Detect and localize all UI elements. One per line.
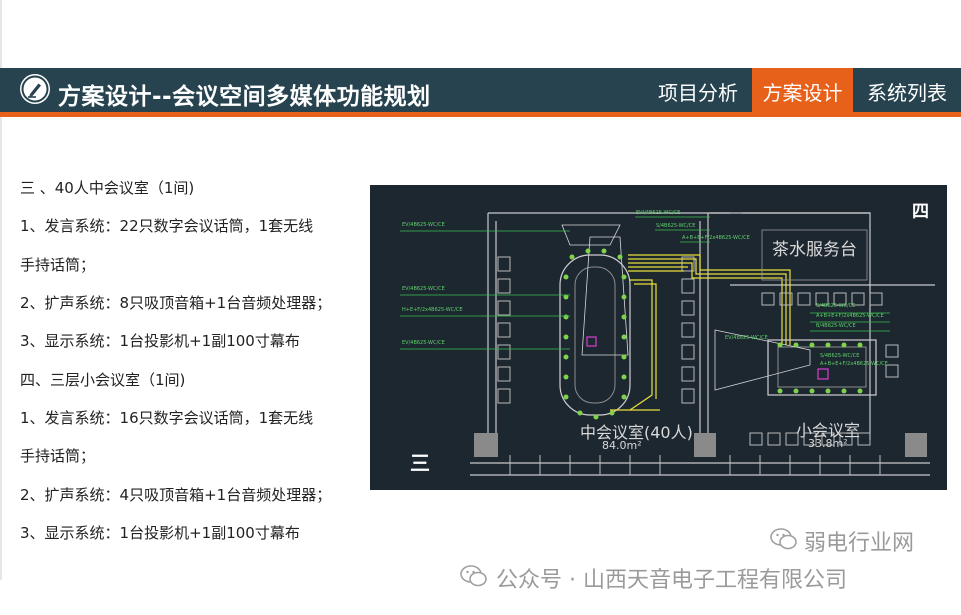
header-accent-underline	[0, 112, 961, 117]
cable-label: B/4B625-WC/CE	[816, 323, 856, 329]
cable-label: EV/4B625-WC/CE	[402, 222, 445, 228]
page-title: 方案设计--会议空间多媒体功能规划	[58, 84, 431, 110]
text-line: 1、发言系统：22只数字会议话筒，1套无线	[20, 217, 314, 235]
cable-label: EV/4B625-WC/CE	[402, 340, 445, 346]
cable-label: A+B+E+F/2x4B625-WC/CE	[820, 361, 888, 367]
floor-plan-image: 四 三 茶水服务台 中会议室(40人) 84.0m² 小会议室 33.8m² E…	[370, 185, 947, 490]
watermark-top: 弱电行业网	[804, 531, 915, 556]
section-heading-mid-room: 三 、40人中会议室（1间)	[20, 179, 195, 197]
text-line: 3、显示系统：1台投影机+1副100寸幕布	[20, 524, 300, 542]
cable-label: S/4B625-WC/CE	[656, 223, 696, 229]
mid-room-area: 84.0m²	[602, 439, 642, 452]
page-left-border	[0, 0, 2, 580]
pencil-circle-icon	[20, 74, 50, 104]
text-line: 1、发言系统：16只数字会议话筒，1套无线	[20, 409, 314, 427]
text-line: 手持话筒；	[20, 256, 96, 274]
text-line: 3、显示系统：1台投影机+1副100寸幕布	[20, 332, 300, 350]
tab-system-list[interactable]: 系统列表	[867, 81, 947, 105]
mid-room-label: 中会议室(40人)	[580, 423, 693, 442]
tab-solution-design[interactable]: 方案设计	[752, 68, 853, 112]
small-room-area: 33.8m²	[808, 437, 848, 450]
wechat-icon	[460, 565, 487, 587]
small-room-label: 小会议室	[796, 421, 861, 440]
cable-label: S/4B625-WC/CE	[816, 303, 856, 309]
cable-label: EVI/4B625-WC/CE	[636, 210, 681, 216]
tab-project-analysis[interactable]: 项目分析	[658, 81, 738, 105]
cable-label: S/4B625-WC/CE	[820, 353, 860, 359]
watermark-bottom: 公众号 · 山西天音电子工程有限公司	[496, 568, 847, 593]
wechat-icon	[770, 528, 797, 550]
plan-label-four: 四	[912, 202, 929, 222]
text-line: 2、扩声系统：4只吸顶音箱+1台音频处理器；	[20, 486, 332, 504]
text-line: 2、扩声系统：8只吸顶音箱+1台音频处理器；	[20, 294, 332, 312]
section-heading-small-room: 四、三层小会议室（1间)	[20, 371, 186, 389]
cable-label: A+B+E+F/2x4B625-WC/CE	[682, 235, 750, 241]
cable-label: EV/4B625-WC/CE	[402, 286, 445, 292]
cable-label: EV/4B625-WC/CE	[725, 335, 768, 341]
text-line: 手持话筒；	[20, 447, 96, 465]
cable-label: A+B+E+F/2x4B625-WC/CE	[816, 313, 884, 319]
tea-service-label: 茶水服务台	[772, 240, 857, 260]
cable-label: H+E+F/2x4B625-WC/CE	[402, 307, 463, 313]
plan-label-three: 三	[410, 451, 430, 475]
